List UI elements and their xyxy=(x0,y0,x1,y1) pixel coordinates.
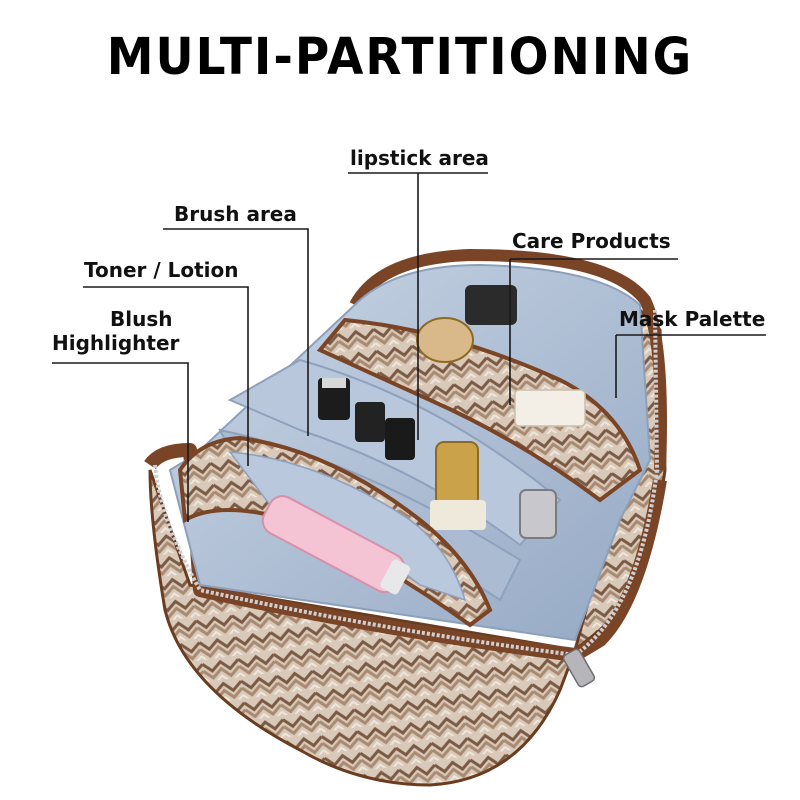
lipstick-group xyxy=(318,378,415,460)
leader-blush xyxy=(52,362,189,522)
care-product-jar xyxy=(416,317,474,363)
bag-back-trim xyxy=(349,248,667,471)
lotion-bottle xyxy=(519,489,557,539)
pink-tube xyxy=(261,495,411,595)
care-product-box xyxy=(465,285,517,325)
leader-lines xyxy=(52,172,766,522)
bag-leather-trim xyxy=(144,443,667,662)
label-brush-area: Brush area xyxy=(174,202,297,226)
mask-palette-item xyxy=(514,389,586,427)
label-lipstick-area: lipstick area xyxy=(350,146,489,170)
label-blush: Blush xyxy=(110,307,173,331)
page-title: MULTI-PARTITIONING xyxy=(106,27,694,88)
label-highlighter: Highlighter xyxy=(52,331,180,355)
leader-toner xyxy=(83,286,249,466)
leader-brush xyxy=(163,228,309,436)
label-toner-lotion: Toner / Lotion xyxy=(84,258,239,282)
toner-bottle xyxy=(430,441,486,530)
zipper-pull xyxy=(562,648,596,688)
label-care-products: Care Products xyxy=(512,229,671,253)
label-mask-palette: Mask Palette xyxy=(619,307,766,331)
